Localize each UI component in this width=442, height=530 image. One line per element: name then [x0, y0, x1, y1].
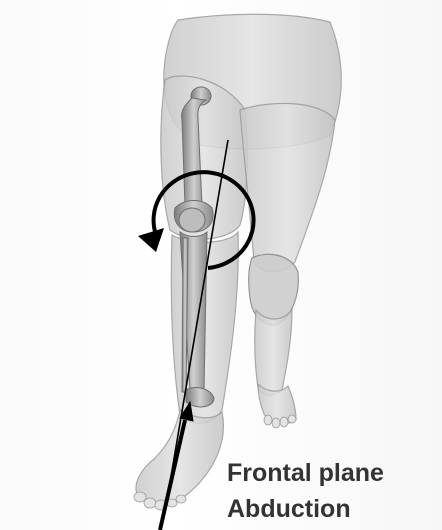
patella — [179, 208, 205, 232]
plane-label: Frontal plane — [227, 455, 384, 491]
motion-label: Abduction — [227, 491, 384, 527]
thigh-right — [240, 103, 335, 271]
caption: Frontal plane Abduction — [227, 455, 384, 527]
shin-right — [255, 310, 292, 395]
